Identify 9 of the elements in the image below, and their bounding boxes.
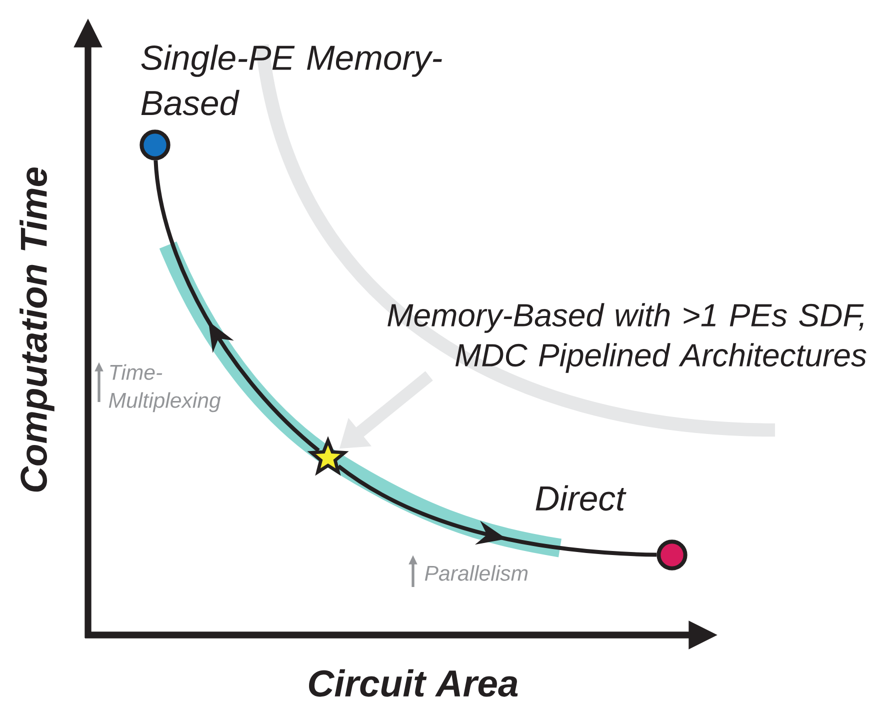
annotation-label: Time-Multiplexing [108, 364, 221, 412]
curve-arrow [154, 160, 320, 452]
annotation-text: Memory-Based with >1 PEs SDF, MDC Pipelined Architectures [388, 303, 866, 373]
node-label: Direct [536, 485, 626, 511]
curve-arrow [337, 464, 657, 557]
annotation-label: Parallelism [424, 565, 528, 581]
axis-label: Circuit Area [309, 669, 518, 697]
axis-label: Computation Time [20, 168, 54, 492]
node-label: Single-PE Memory-Based [141, 44, 442, 116]
